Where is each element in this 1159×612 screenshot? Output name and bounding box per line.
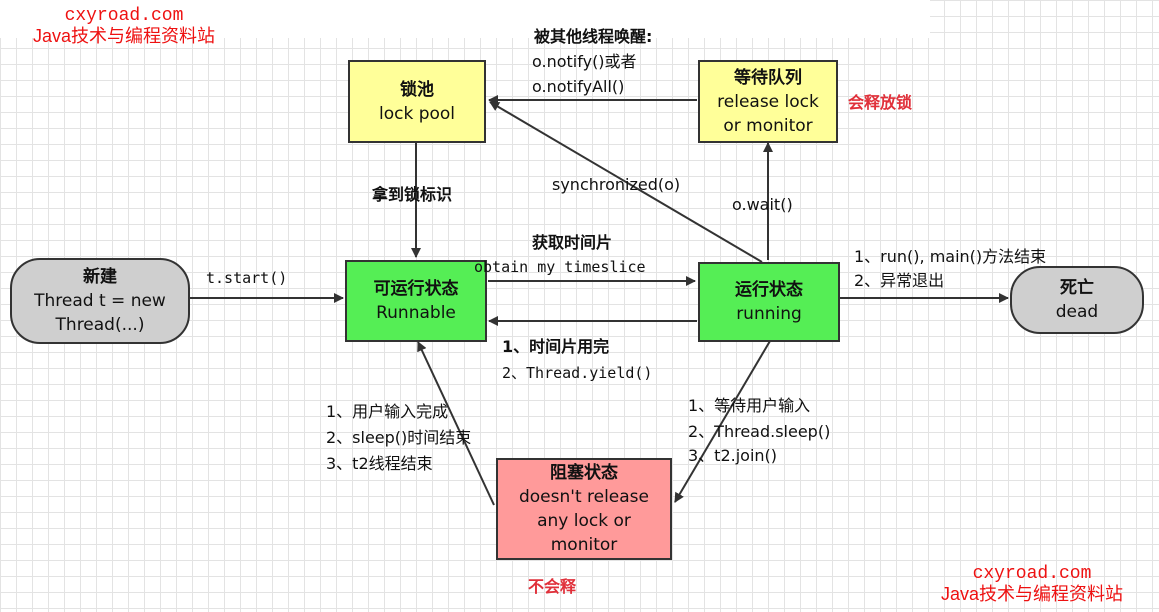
dead-en: dead (1055, 302, 1099, 322)
arrow-running-to-lock-pool (489, 101, 763, 263)
runnable-en: Runnable (376, 303, 456, 323)
watermark-top-left: cxyroad.com Java技术与编程资料站 (4, 6, 244, 46)
label-timeslice-en: obtain my timeslice (474, 258, 646, 276)
state-new: 新建 Thread t = new Thread(...) (10, 258, 190, 344)
label-wait: o.wait() (732, 195, 793, 214)
label-yield-2: 2、Thread.yield() (502, 364, 653, 382)
state-runnable: 可运行状态 Runnable (345, 260, 487, 342)
label-timeslice-cn: 获取时间片 (532, 233, 613, 252)
watermark-name: Java技术与编程资料站 (940, 584, 1124, 604)
state-lock-pool: 锁池 lock pool (348, 60, 486, 143)
new-cn: 新建 (83, 267, 117, 287)
wait-queue-cn: 等待队列 (734, 67, 802, 88)
new-line1: Thread t = new (34, 291, 166, 311)
label-unblock-2: 2、sleep()时间结束 (326, 428, 472, 447)
blocked-cn: 阻塞状态 (550, 463, 618, 483)
arrow-running-to-blocked (674, 340, 771, 503)
label-notify-2: o.notifyAll() (532, 77, 625, 96)
state-blocked: 阻塞状态 doesn't release any lock or monitor (496, 458, 672, 560)
watermark-name: Java技术与编程资料站 (32, 26, 216, 46)
label-synchronized: synchronized(o) (552, 175, 681, 194)
watermark-site: cxyroad.com (972, 564, 1092, 584)
label-block-3: 3、t2.join() (688, 446, 778, 465)
dead-cn: 死亡 (1060, 278, 1094, 298)
watermark-site: cxyroad.com (64, 6, 184, 26)
new-line2: Thread(...) (55, 315, 145, 335)
label-notify-title: 被其他线程唤醒: (534, 27, 653, 46)
top-white-area (0, 0, 930, 38)
label-notify-1: o.notify()或者 (532, 52, 637, 71)
state-dead: 死亡 dead (1010, 266, 1144, 334)
label-no-release-note: 不会释 (528, 577, 576, 596)
running-en: running (736, 304, 802, 324)
label-unblock-3: 3、t2线程结束 (326, 454, 433, 473)
state-wait-queue: 等待队列 release lock or monitor (698, 60, 838, 143)
label-end-1: 1、run(), main()方法结束 (854, 247, 1047, 266)
label-unblock-1: 1、用户输入完成 (326, 402, 449, 421)
label-yield-1: 1、时间片用完 (502, 337, 610, 356)
label-get-lock: 拿到锁标识 (372, 185, 453, 204)
label-release-lock-note: 会释放锁 (848, 93, 913, 112)
label-end-2: 2、异常退出 (854, 271, 945, 290)
runnable-cn: 可运行状态 (373, 279, 459, 299)
blocked-line2: any lock or (537, 511, 631, 531)
watermark-bottom-right: cxyroad.com Java技术与编程资料站 (910, 564, 1154, 604)
state-running: 运行状态 running (698, 262, 840, 342)
wait-queue-line2: or monitor (723, 115, 813, 136)
arrow-blocked-to-runnable (417, 341, 495, 506)
label-block-1: 1、等待用户输入 (688, 396, 811, 415)
running-cn: 运行状态 (735, 280, 803, 300)
wait-queue-line1: release lock (717, 91, 819, 112)
blocked-line3: monitor (550, 535, 618, 555)
blocked-line1: doesn't release (518, 487, 649, 507)
label-block-2: 2、Thread.sleep() (688, 422, 831, 441)
label-start: t.start() (206, 269, 288, 287)
lock-pool-cn: 锁池 (400, 79, 434, 100)
lock-pool-en: lock pool (378, 103, 456, 124)
